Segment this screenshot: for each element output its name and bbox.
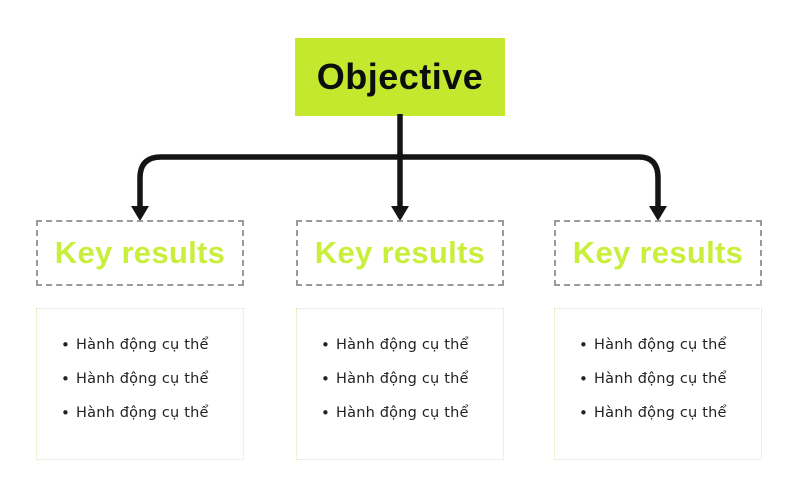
objective-label: Objective: [316, 56, 484, 97]
action-item: Hành động cụ thể: [579, 335, 755, 356]
key-results-box: Key results: [296, 220, 504, 286]
action-item: Hành động cụ thể: [579, 369, 755, 390]
actions-list: Hành động cụ thể Hành động cụ thể Hành đ…: [555, 309, 761, 424]
key-results-label: Key results: [314, 235, 486, 270]
action-item: Hành động cụ thể: [321, 369, 497, 390]
action-item: Hành động cụ thể: [61, 403, 237, 424]
objective-box: Objective: [295, 38, 505, 116]
key-results-box: Key results: [554, 220, 762, 286]
arrow-down-icon: [131, 206, 149, 221]
actions-list: Hành động cụ thể Hành động cụ thể Hành đ…: [297, 309, 503, 424]
action-item: Hành động cụ thể: [321, 403, 497, 424]
arrow-down-icon: [649, 206, 667, 221]
key-results-label: Key results: [572, 235, 744, 270]
action-item: Hành động cụ thể: [61, 369, 237, 390]
action-item: Hành động cụ thể: [61, 335, 237, 356]
branch-bracket-line: [137, 154, 661, 208]
actions-list: Hành động cụ thể Hành động cụ thể Hành đ…: [37, 309, 243, 424]
actions-box: Hành động cụ thể Hành động cụ thể Hành đ…: [296, 308, 504, 460]
key-results-box: Key results: [36, 220, 244, 286]
arrow-down-icon: [391, 206, 409, 221]
actions-box: Hành động cụ thể Hành động cụ thể Hành đ…: [36, 308, 244, 460]
actions-box: Hành động cụ thể Hành động cụ thể Hành đ…: [554, 308, 762, 460]
action-item: Hành động cụ thể: [321, 335, 497, 356]
action-item: Hành động cụ thể: [579, 403, 755, 424]
key-results-label: Key results: [54, 235, 226, 270]
